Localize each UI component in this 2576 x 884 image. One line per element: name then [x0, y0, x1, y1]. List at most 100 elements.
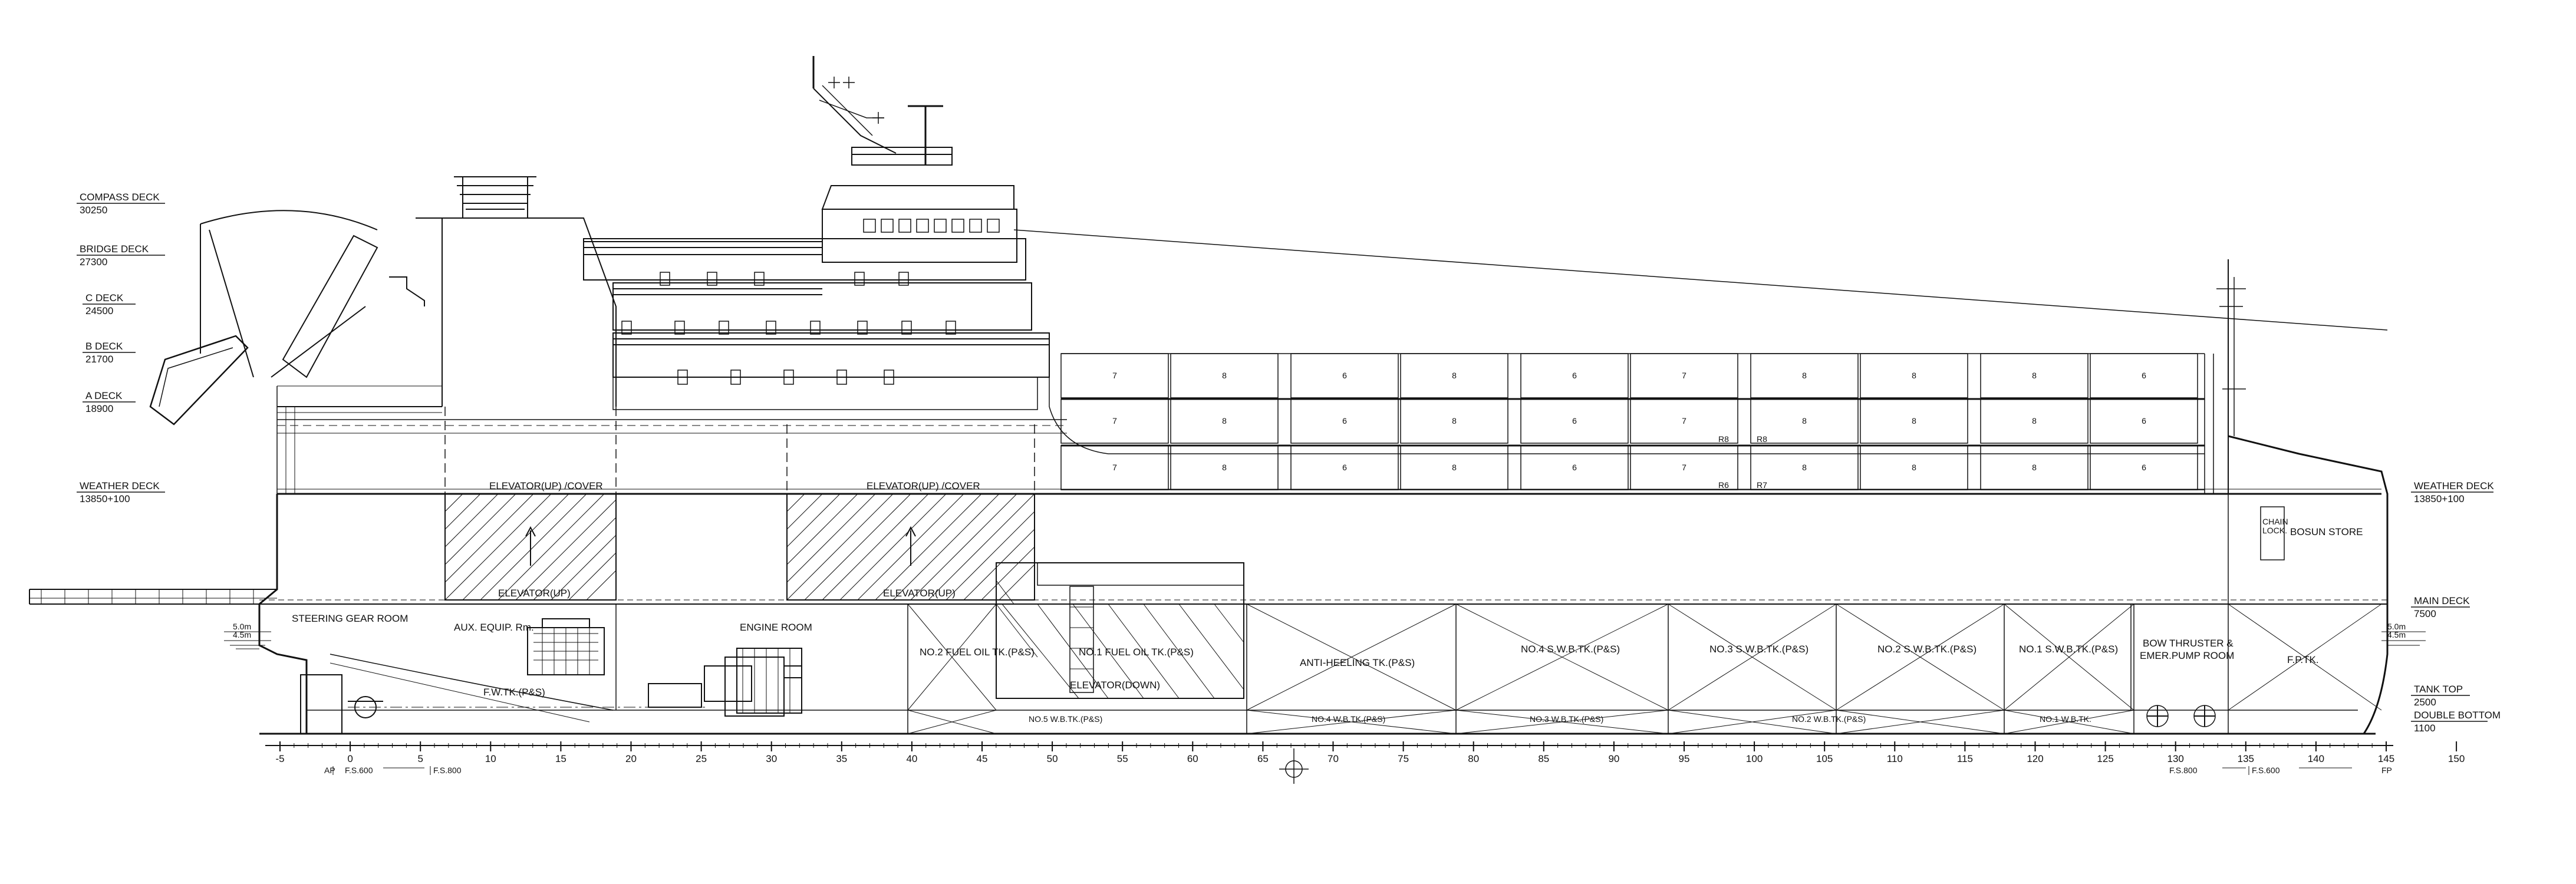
container-bay-number: 8: [1802, 463, 1807, 472]
frame-tick-label: 145: [2378, 753, 2394, 764]
fore-peak-tank-label: F.P.TK.: [2287, 654, 2319, 665]
elevator-1-label: ELEVATOR(UP): [498, 588, 571, 599]
container-bay-number: 8: [2032, 371, 2037, 380]
deck-level-double-bottom: DOUBLE BOTTOM 1100: [2414, 710, 2501, 734]
frame-tick-label: 100: [1746, 753, 1763, 764]
internal-structure: [348, 259, 2382, 784]
deck-level-main: MAIN DECK 7500: [2414, 595, 2470, 619]
frame-tick-label: 0: [347, 753, 353, 764]
bow-thruster-room-label-2: EMER.PUMP ROOM: [2140, 650, 2234, 661]
deck-level-name: C DECK: [85, 292, 124, 304]
container-bay-number: 8: [2032, 463, 2037, 472]
frame-tick-label: 85: [1538, 753, 1549, 764]
container-bay-number: 8: [1802, 416, 1807, 425]
deck-level-name: BRIDGE DECK: [80, 243, 149, 255]
frame-tick-label: 45: [977, 753, 988, 764]
deck-level-name: WEATHER DECK: [80, 480, 160, 492]
deck-levels-left: COMPASS DECK 30250 BRIDGE DECK 27300 C D…: [80, 192, 160, 504]
container-bay-number: 7: [1112, 463, 1117, 472]
deck-level-value: 24500: [85, 305, 113, 316]
deck-level-name: MAIN DECK: [2414, 595, 2470, 606]
deck-level-value: 13850+100: [80, 493, 130, 504]
elevator-2-label: ELEVATOR(UP): [883, 588, 956, 599]
container-bay-number: 6: [1342, 463, 1347, 472]
no5-wb-tank-label: NO.5 W.B.TK.(P&S): [1029, 714, 1102, 724]
frame-tick-label: 65: [1257, 753, 1269, 764]
deck-level-value: 7500: [2414, 608, 2436, 619]
draft-mark: 5.0m: [233, 622, 251, 631]
draft-marks: 5.0m 4.5m 5.0m 4.5m: [224, 622, 2426, 649]
hatch-tag: R7: [1757, 480, 1767, 490]
frame-tick-label: 10: [485, 753, 496, 764]
deck-level-underlines: [77, 203, 165, 493]
deck-level-bridge: BRIDGE DECK 27300: [80, 243, 149, 268]
frame-tick-label: 120: [2027, 753, 2043, 764]
deck-level-value: 18900: [85, 403, 113, 414]
no1-wb-tank-label: NO.1 W.B.TK.: [2040, 714, 2091, 724]
container-bay-number: 8: [1802, 371, 1807, 380]
frame-spacing-note: F.S.600: [345, 766, 373, 775]
aft-perpendicular-label: AP: [324, 766, 335, 775]
frame-tick-label: 125: [2097, 753, 2113, 764]
container-bay-number: 8: [1912, 463, 1916, 472]
frame-tick-label: 110: [1887, 753, 1903, 764]
container-bay-number: 8: [1912, 416, 1916, 425]
deck-level-c: C DECK 24500: [85, 292, 124, 316]
deck-level-value: 1100: [2414, 723, 2436, 734]
frame-tick-label: 105: [1816, 753, 1833, 764]
frame-tick-label: 70: [1327, 753, 1339, 764]
deck-level-name: A DECK: [85, 390, 123, 401]
container-bay-number: 8: [1912, 371, 1916, 380]
no4-swb-tank-label: NO.4 S.W.B.TK.(P&S): [1521, 644, 1620, 655]
no1-fuel-oil-tank-label: NO.1 FUEL OIL TK.(P&S): [1079, 646, 1194, 658]
container-bay-number: 6: [1572, 416, 1577, 425]
frame-tick-label: 90: [1608, 753, 1619, 764]
container-bay-number: 6: [1572, 371, 1577, 380]
frame-tick-label: 95: [1679, 753, 1690, 764]
no4-wb-tank-label: NO.4 W.B.TK.(P&S): [1312, 714, 1385, 724]
frame-tick-label: -5: [275, 753, 284, 764]
aux-equip-room-label: AUX. EQUIP. Rm.: [454, 622, 534, 633]
no1-swb-tank-label: NO.1 S.W.B.TK.(P&S): [2019, 644, 2118, 655]
no3-wb-tank-label: NO.3 W.B.TK.(P&S): [1530, 714, 1603, 724]
frame-tick-label: 140: [2308, 753, 2324, 764]
container-bay-number: 7: [1682, 416, 1686, 425]
steering-gear-room-label: STEERING GEAR ROOM: [292, 613, 408, 624]
frame-tick-label: 75: [1398, 753, 1409, 764]
elevator-down-label: ELEVATOR(DOWN): [1070, 680, 1160, 691]
container-bay-number: 7: [1112, 416, 1117, 425]
deck-level-tank-top: TANK TOP 2500: [2414, 684, 2463, 708]
container-bay-number: 8: [2032, 416, 2037, 425]
deck-level-value: 2500: [2414, 697, 2436, 708]
frame-tick-label: 115: [1957, 753, 1973, 764]
container-bay-number: 8: [1452, 416, 1457, 425]
compartment-labels: STEERING GEAR ROOM AUX. EQUIP. Rm. ENGIN…: [292, 434, 2363, 724]
container-bay-number: 6: [1342, 371, 1347, 380]
draft-mark: 4.5m: [233, 630, 251, 639]
deck-level-weather-left: WEATHER DECK 13850+100: [80, 480, 160, 504]
deck-level-value: 27300: [80, 256, 107, 268]
frame-tick-label: 30: [766, 753, 777, 764]
hatch-tag: R6: [1718, 480, 1729, 490]
container-bay-number: 6: [2142, 371, 2146, 380]
frame-spacing-note: F.S.800: [2169, 766, 2198, 775]
deck-level-value: 13850+100: [2414, 493, 2465, 504]
container-bay-number: 6: [1572, 463, 1577, 472]
deck-level-a: A DECK 18900: [85, 390, 123, 414]
bosun-store-label: BOSUN STORE: [2290, 526, 2363, 537]
frame-tick-label: 80: [1468, 753, 1479, 764]
no2-wb-tank-label: NO.2 W.B.TK.(P&S): [1792, 714, 1866, 724]
chain-locker-label: CHAIN: [2262, 517, 2288, 526]
no2-swb-tank-label: NO.2 S.W.B.TK.(P&S): [1877, 644, 1977, 655]
forward-perpendicular-label: FP: [2381, 766, 2392, 775]
elevator-cover-1-label: ELEVATOR(UP) /COVER: [489, 480, 603, 492]
deck-levels-right: WEATHER DECK 13850+100 MAIN DECK 7500 TA…: [2414, 480, 2501, 734]
engine-room-label: ENGINE ROOM: [740, 622, 812, 633]
hatch-tag: R8: [1718, 434, 1729, 444]
container-bay-number: 6: [2142, 463, 2146, 472]
frame-tick-label: 15: [555, 753, 566, 764]
frame-tick-label: 35: [836, 753, 847, 764]
container-bay-number: 8: [1452, 371, 1457, 380]
